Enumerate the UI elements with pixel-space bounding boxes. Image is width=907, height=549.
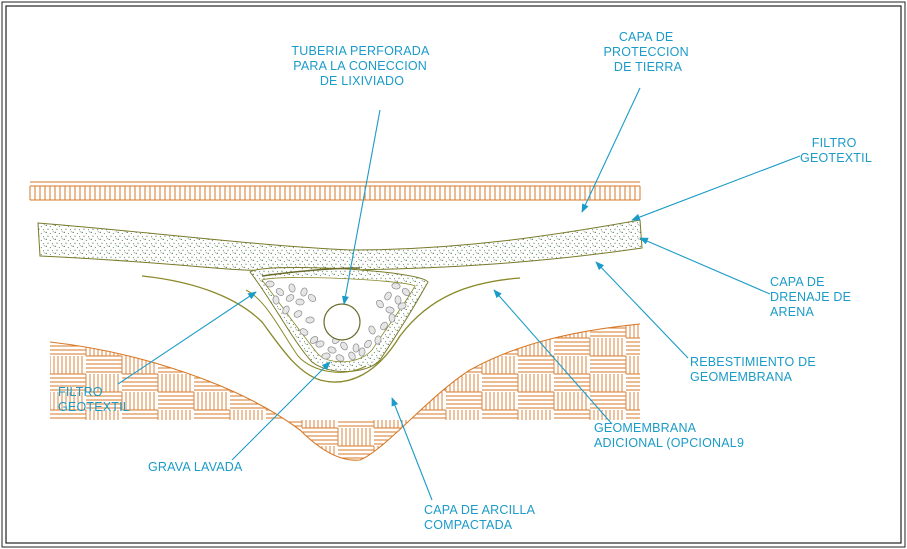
gravel-stone <box>397 302 407 310</box>
gravel-stone <box>293 310 303 318</box>
arrow-pipe <box>341 109 381 305</box>
gravel-stone <box>340 341 348 351</box>
arrow-filter-left <box>117 291 257 385</box>
gravel-stone <box>282 305 290 315</box>
gravel-stone <box>295 298 305 306</box>
gravel-stone <box>299 328 309 336</box>
geomembrane-inner <box>245 289 367 373</box>
gravel-stone <box>368 325 376 335</box>
gravel-stone <box>402 287 410 297</box>
gravel-stone <box>327 346 337 354</box>
gravel-stone <box>374 335 382 345</box>
gravel-stone <box>309 336 319 344</box>
gravel-stone <box>364 339 372 349</box>
geomembrane-liner <box>141 275 521 383</box>
gravel-stone <box>305 316 315 324</box>
gravel-stone <box>376 299 384 309</box>
label-liner: REBESTIMIENTO DE GEOMEMBRANA <box>690 355 820 384</box>
gravel-stone <box>358 347 366 357</box>
arrow-drainage <box>639 237 771 295</box>
gravel-stone <box>315 340 325 348</box>
arrow-filter-top <box>631 155 801 221</box>
arrow-protection <box>581 87 641 213</box>
gravel-stone <box>288 283 296 293</box>
gravel-stone <box>272 295 280 305</box>
perforated-pipe <box>323 303 361 341</box>
gravel-stone <box>388 313 396 323</box>
label-protection: CAPA DE PROTECCION DE TIERRA <box>603 30 692 74</box>
leader-lines <box>117 87 801 501</box>
arrow-liner <box>595 261 689 359</box>
gravel-stone <box>380 321 388 331</box>
gravel-stone <box>265 280 275 288</box>
arrow-gravel <box>231 361 331 461</box>
gravel-stone <box>385 306 395 314</box>
gravel-stones <box>265 280 410 362</box>
arrow-extra-membrane <box>493 289 613 425</box>
gravel-stone <box>285 294 295 302</box>
gravel-stone <box>394 295 402 305</box>
gravel-stone <box>391 282 401 290</box>
label-drainage: CAPA DE DRENAJE DE ARENA <box>770 275 855 319</box>
label-filter-left: FILTRO GEOTEXTIL <box>58 385 130 414</box>
gravel-stone <box>352 343 360 353</box>
gravel-stone <box>348 351 356 361</box>
gravel-stone <box>300 287 308 297</box>
inner-border <box>5 5 902 544</box>
gravel-stone <box>384 291 392 301</box>
label-clay: CAPA DE ARCILLA COMPACTADA <box>424 503 538 532</box>
gravel-stone <box>307 294 317 302</box>
label-pipe: TUBERIA PERFORADA PARA LA CONECCION DE L… <box>291 44 432 88</box>
label-filter-top: FILTRO GEOTEXTIL <box>800 136 872 165</box>
label-extra-membrane: GEOMEMBRANA ADICIONAL (OPCIONAL9 <box>594 421 744 450</box>
gravel-stone <box>321 352 331 360</box>
label-gravel: GRAVA LAVADA <box>148 460 243 474</box>
gravel-stone <box>275 288 285 296</box>
top-soil-hatch <box>29 181 641 201</box>
gravel-stone <box>335 354 345 362</box>
arrow-clay <box>391 397 433 501</box>
sand-drainage-layer <box>37 219 643 272</box>
